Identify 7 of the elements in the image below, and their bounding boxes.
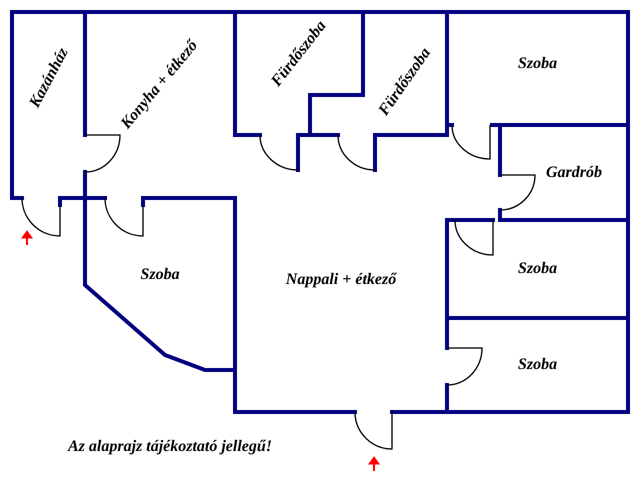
room-label: Nappali + étkező [286, 271, 396, 289]
room-label: Szoba [518, 260, 558, 278]
disclaimer-note: Az alaprajz tájékoztató jellegű! [68, 438, 272, 456]
room-label: Gardrób [546, 164, 602, 182]
room-label: Szoba [140, 266, 180, 284]
room-label: Szoba [518, 356, 558, 374]
room-label: Szoba [518, 55, 558, 73]
